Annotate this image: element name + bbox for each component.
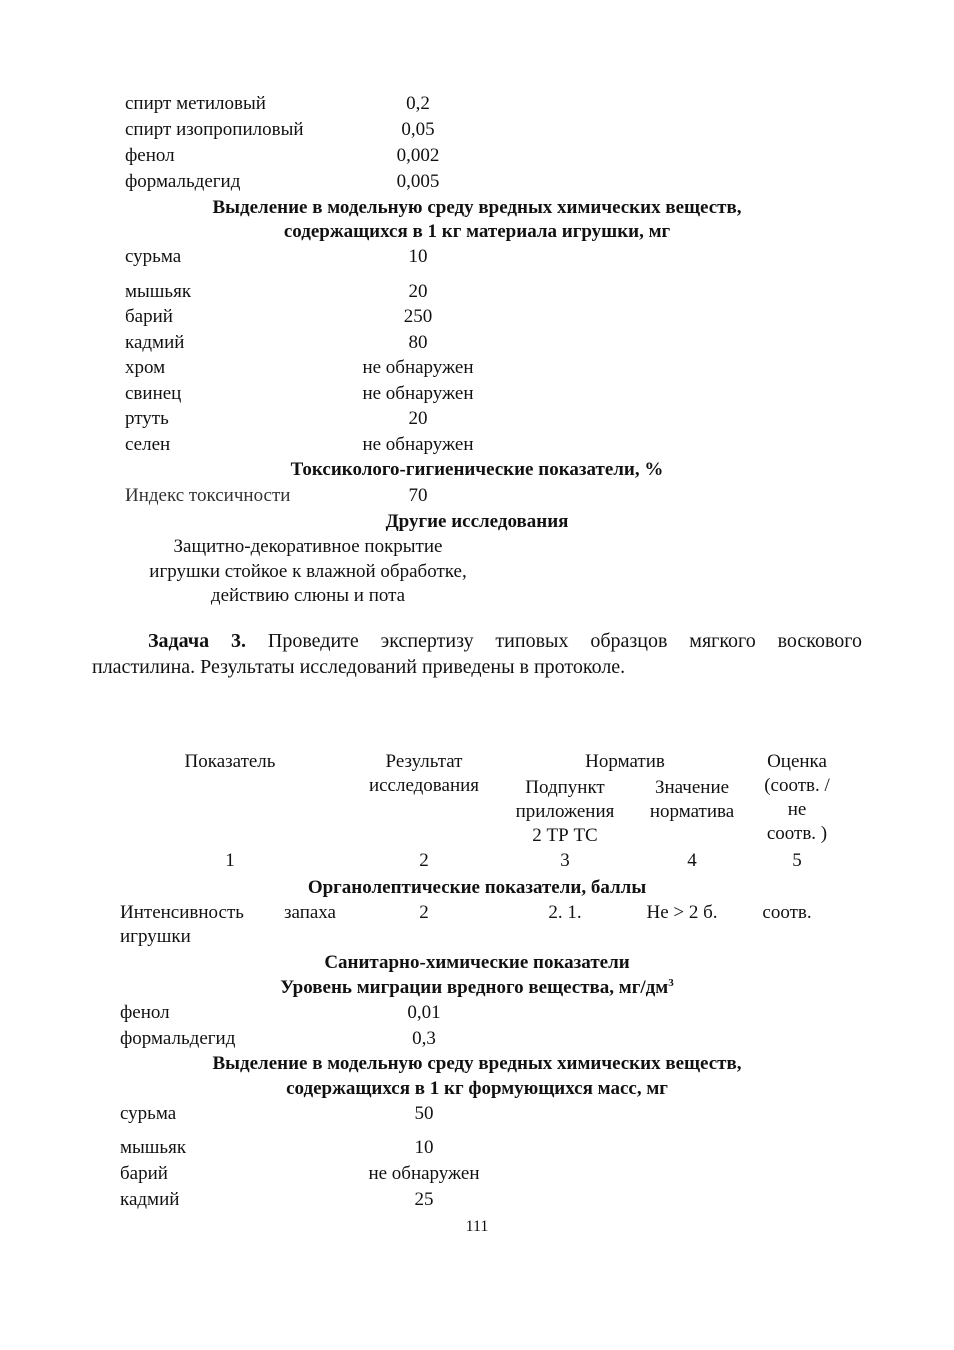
header-value: норматива xyxy=(649,801,735,822)
migration-heading-sup: 3 xyxy=(668,977,674,989)
header-eval: не xyxy=(787,799,807,820)
section-heading: Выделение в модельную среду вредных хими… xyxy=(212,197,742,218)
row-name: фенол xyxy=(120,1002,170,1023)
row-name: кадмий xyxy=(125,332,185,353)
row-value: 50 xyxy=(414,1103,434,1124)
task-text: Проведите экспертизу типовых образцов мя… xyxy=(267,630,863,652)
row-value: не обнаружен xyxy=(362,383,474,404)
row-name: мышьяк xyxy=(125,281,192,302)
task-line-2: пластилина. Результаты исследований прив… xyxy=(92,656,626,678)
row-name: барий xyxy=(120,1163,168,1184)
section-heading: Другие исследования xyxy=(385,511,569,532)
organoleptic-subpoint: 2. 1. xyxy=(548,902,582,923)
header-eval: Оценка xyxy=(767,751,827,772)
row-value: 0,2 xyxy=(406,93,430,114)
row-value: не обнаружен xyxy=(362,434,474,455)
section-heading: Санитарно-химические показатели xyxy=(324,952,630,973)
row-name: формальдегид xyxy=(120,1028,236,1049)
organoleptic-result: 2 xyxy=(419,902,429,923)
column-number: 4 xyxy=(687,850,697,871)
row-value: 25 xyxy=(414,1189,434,1210)
column-number: 1 xyxy=(225,850,235,871)
row-value: 20 xyxy=(408,408,428,429)
header-eval: соотв. ) xyxy=(766,823,828,844)
header-norm: Норматив xyxy=(585,751,665,772)
task-label: Задача 3. xyxy=(148,630,247,652)
row-name: мышьяк xyxy=(120,1137,187,1158)
row-value: 250 xyxy=(403,306,433,327)
row-value: не обнаружен xyxy=(362,357,474,378)
section-heading: содержащихся в 1 кг формующихся масс, мг xyxy=(286,1078,668,1099)
row-name: спирт метиловый xyxy=(125,93,266,114)
organoleptic-name: запаха xyxy=(284,902,336,923)
column-number: 3 xyxy=(560,850,570,871)
row-value: 0,01 xyxy=(407,1002,441,1023)
row-value: 10 xyxy=(414,1137,434,1158)
row-value: 70 xyxy=(408,485,428,506)
row-name: свинец xyxy=(125,383,182,404)
column-number: 2 xyxy=(419,850,429,871)
row-value: 80 xyxy=(408,332,428,353)
section-heading: Токсиколого-гигиенические показатели, % xyxy=(290,459,664,480)
row-value: не обнаружен xyxy=(368,1163,480,1184)
header-indicator: Показатель xyxy=(184,751,276,772)
row-name: Индекс токсичности xyxy=(125,485,291,506)
other-text-line: игрушки стойкое к влажной обработке, xyxy=(149,561,467,582)
task-line-1: Задача 3. Проведите экспертизу типовых о… xyxy=(148,630,862,652)
organoleptic-name: Интенсивность xyxy=(120,902,244,923)
row-name: сурьма xyxy=(120,1103,177,1124)
organoleptic-name: игрушки xyxy=(120,926,191,947)
row-name: сурьма xyxy=(125,246,182,267)
header-value: Значение xyxy=(654,777,730,798)
organoleptic-evaluation: соотв. xyxy=(762,902,812,923)
row-name: фенол xyxy=(125,145,175,166)
other-text-line: действию слюны и пота xyxy=(210,585,406,606)
row-name: формальдегид xyxy=(125,171,241,192)
header-eval: (соотв. / xyxy=(764,775,830,796)
row-value: 20 xyxy=(408,281,428,302)
section-heading-migration: Уровень миграции вредного вещества, мг/д… xyxy=(0,977,954,999)
header-result: исследования xyxy=(368,775,480,796)
row-name: кадмий xyxy=(120,1189,180,1210)
row-name: селен xyxy=(125,434,171,455)
row-value: 0,05 xyxy=(401,119,435,140)
row-value: 10 xyxy=(408,246,428,267)
section-heading: Органолептические показатели, баллы xyxy=(307,877,647,898)
column-number: 5 xyxy=(792,850,802,871)
page-number: 111 xyxy=(465,1218,489,1235)
header-result: Результат xyxy=(385,751,463,772)
header-subpoint: 2 ТР ТС xyxy=(532,825,598,846)
section-heading: содержащихся в 1 кг материала игрушки, м… xyxy=(283,221,671,242)
row-name: хром xyxy=(125,357,166,378)
migration-heading-text: Уровень миграции вредного вещества, мг/д… xyxy=(280,977,669,998)
row-value: 0,005 xyxy=(396,171,440,192)
organoleptic-norm: Не > 2 б. xyxy=(646,902,718,923)
row-value: 0,002 xyxy=(396,145,440,166)
section-heading: Выделение в модельную среду вредных хими… xyxy=(212,1053,742,1074)
header-subpoint: Подпункт xyxy=(525,777,605,798)
other-text-line: Защитно-декоративное покрытие xyxy=(173,536,443,557)
header-subpoint: приложения xyxy=(515,801,615,822)
row-name: ртуть xyxy=(125,408,169,429)
row-value: 0,3 xyxy=(412,1028,436,1049)
row-name: спирт изопропиловый xyxy=(125,119,304,140)
row-name: барий xyxy=(125,306,173,327)
